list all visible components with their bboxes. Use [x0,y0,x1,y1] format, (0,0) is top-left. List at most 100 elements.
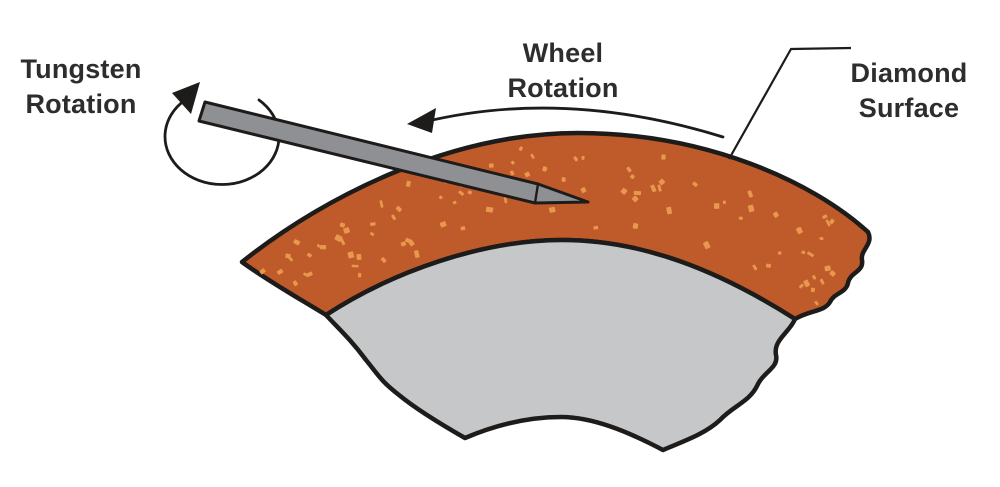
grit-speckle [633,190,642,196]
grit-speckle [253,334,259,340]
diamond-surface-label-line2: Surface [859,93,959,123]
grit-speckle [316,244,321,248]
grit-speckle [829,218,835,225]
tungsten-rotation-label-line2: Rotation [25,89,136,119]
grit-speckle [510,160,515,165]
grit-speckle [772,211,779,218]
grit-speckle [812,275,817,280]
grit-speckle [661,154,666,160]
grit-speckle [765,263,772,268]
grit-speckle [458,190,465,196]
grit-speckle [369,231,375,237]
grit-speckle [343,227,351,234]
grit-speckle [287,255,294,262]
wheel-rotation-label: Wheel Rotation [507,38,618,103]
tungsten-rotation-arrowhead [172,82,200,114]
grit-speckle [798,283,804,289]
wheel-rotation-label-line1: Wheel [523,38,604,68]
grit-speckle [460,226,466,231]
grit-speckle [777,251,782,255]
grit-speckle [351,264,359,268]
grit-speckle [452,200,457,205]
grit-speckle [807,251,814,258]
grit-speckle [795,226,803,235]
grit-speckle [542,166,548,172]
grit-speckle [803,279,811,288]
grit-speckle [405,180,411,187]
diamond-surface-label: Diamond Surface [851,58,968,123]
grit-speckle [631,195,639,203]
grit-speckle [438,195,443,200]
grit-speckle [692,181,698,187]
grit-speckle [819,236,824,241]
grit-speckle [530,153,535,159]
grit-speckle [292,280,298,287]
grit-speckle [722,200,726,205]
grit-speckle [395,205,402,213]
grit-speckle [306,252,312,258]
wheel-rotation-arrowhead [407,108,436,133]
grit-speckle [357,272,362,278]
wheel-core-shape [323,237,798,453]
grit-speckle [439,221,447,228]
grit-speckle [524,171,531,178]
grit-speckle [256,341,263,347]
grit-speckle [581,155,585,160]
grit-speckle [379,200,384,208]
grit-speckle [293,239,301,246]
grit-speckle [825,219,831,227]
tungsten-rotation-label: Tungsten Rotation [20,54,141,119]
grit-speckle [306,271,313,277]
grit-speckle [347,251,355,259]
grit-speckle [703,241,711,250]
grit-speckle [666,206,673,215]
grit-speckle [253,308,261,315]
grit-speckle [548,206,556,213]
grit-speckle [391,214,397,221]
grit-speckle [845,293,851,299]
wheel-rotation-label-line2: Rotation [507,73,618,103]
grit-speckle [657,184,662,192]
grit-speckle [632,223,639,229]
grit-speckle [405,237,413,244]
grit-speckle [488,163,494,168]
grit-speckle [259,268,266,275]
grit-speckle [276,268,284,275]
grit-speckle [629,174,635,180]
grit-speckle [294,311,301,316]
grit-speckle [752,264,758,271]
grit-speckle [626,166,632,173]
grit-speckle [509,170,515,176]
grit-speckle [593,225,599,230]
grit-speckle [810,287,816,293]
grit-speckle [413,250,420,259]
grit-speckle [713,203,720,209]
grit-speckle [747,190,754,198]
grit-speckle [573,156,579,162]
grit-speckle [380,257,387,263]
grit-speckle [580,187,587,194]
grit-speckle [819,278,825,285]
grit-speckle [814,300,819,306]
grit-speckle [738,216,743,220]
grit-speckle [620,187,628,195]
grit-speckle [801,250,806,255]
diamond-surface-leader-line [728,46,852,160]
grit-speckle [485,206,494,213]
grit-speckle [822,214,828,219]
tungsten-rod-shape [197,100,590,205]
grit-speckle [400,241,407,247]
tungsten-rod [197,100,590,205]
grit-speckle [319,245,327,250]
grit-speckle [518,146,524,151]
wheel-rotation-arc [422,106,725,139]
grit-speckle [650,184,657,193]
grit-speckle [339,237,346,246]
tungsten-tip-taper-line [533,183,540,204]
diamond-surface-label-line1: Diamond [851,58,968,88]
grit-speckle [370,222,376,226]
tungsten-rotation-label-line1: Tungsten [20,54,141,84]
grit-speckle [356,253,362,261]
